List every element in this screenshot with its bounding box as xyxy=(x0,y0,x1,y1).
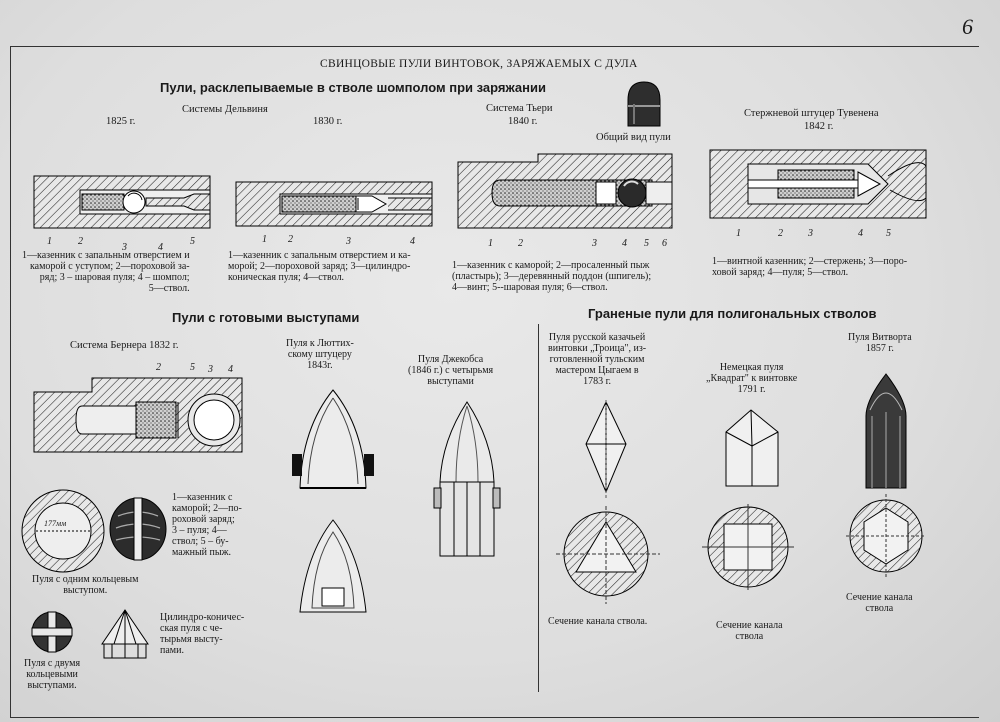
two-rings-bullet-drawing xyxy=(31,611,73,653)
whitworth-bore-section-drawing xyxy=(846,494,926,578)
part-num: 3 xyxy=(808,228,813,239)
section-divider xyxy=(538,324,539,692)
one-ring-bullet-drawing xyxy=(109,497,167,561)
two-rings-caption: Пуля с двумя кольцевыми выступами. xyxy=(24,658,81,691)
delvigne-1830-caption: 1—казенник с запальным отверстием и ка- … xyxy=(228,250,411,283)
whitworth-caption: Пуля Витворта 1857 г. xyxy=(848,332,912,354)
thouvenin-caption: 1—винтной казенник; 2—стержень; 3—поро- … xyxy=(712,256,908,278)
berner-ring-section-drawing xyxy=(21,489,105,573)
bore-section-caption-1: Сечение канала ствола. xyxy=(548,616,648,627)
section1-title: Пули, расклепываемые в стволе шомполом п… xyxy=(160,80,546,95)
kvadrat-bullet-drawing xyxy=(725,409,779,487)
part-num: 2 xyxy=(156,362,161,373)
berner-drawing xyxy=(33,377,243,453)
part-num: 5 xyxy=(190,362,195,373)
delvigne-system: Системы Дельвиня xyxy=(182,104,268,115)
jacobs-caption: Пуля Джекобса (1846 г.) с четырьмя высту… xyxy=(408,354,494,387)
part-num: 1 xyxy=(488,238,493,249)
part-num: 3 xyxy=(346,236,351,247)
berner-legend: 1—казенник с каморой; 2—по- роховой заря… xyxy=(172,492,242,558)
thouvenin-year: 1842 г. xyxy=(804,121,834,132)
part-num: 4 xyxy=(158,242,163,253)
general-view-bullet-drawing xyxy=(627,81,661,127)
part-num: 2 xyxy=(78,236,83,247)
bore-section-caption-2: Сечение канала ствола xyxy=(716,620,783,642)
part-num: 2 xyxy=(778,228,783,239)
thierry-system: Система Тьери xyxy=(486,103,553,114)
part-num: 3 xyxy=(122,242,127,253)
luttich-caption: Пуля к Люттих- скому штуцеру 1843г. xyxy=(286,338,354,371)
kvadrat-bore-section-drawing xyxy=(702,504,794,590)
part-num: 3 xyxy=(592,238,597,249)
delvigne-year2: 1830 г. xyxy=(313,116,343,127)
part-num: 2 xyxy=(288,234,293,245)
delvigne-1825-drawing xyxy=(33,175,211,229)
part-num: 4 xyxy=(622,238,627,249)
luttich-bullet-section-drawing xyxy=(299,519,367,613)
main-title: СВИНЦОВЫЕ ПУЛИ ВИНТОВОК, ЗАРЯЖАЕМЫХ С ДУ… xyxy=(320,58,638,70)
part-num: 4 xyxy=(858,228,863,239)
section3-title: Граненые пули для полигональных стволов xyxy=(588,306,877,321)
part-num: 1 xyxy=(262,234,267,245)
thierry-caption: 1—казенник с каморой; 2—просаленный пыж … xyxy=(452,260,652,293)
delvigne-1825-caption: 1—казенник с запальным отверстием и камо… xyxy=(22,250,190,294)
part-num: 5 xyxy=(190,236,195,247)
cylindro-conical-caption: Цилиндро-коничес- ская пуля с че- тырьмя… xyxy=(160,612,245,656)
delvigne-year1: 1825 г. xyxy=(106,116,136,127)
part-num: 4 xyxy=(228,364,233,375)
troitsa-bullet-drawing xyxy=(585,400,627,500)
thouvenin-drawing xyxy=(709,149,927,219)
cylindro-conical-bullet-drawing xyxy=(101,609,149,659)
part-num: 2 xyxy=(518,238,523,249)
section2-title: Пули с готовыми выступами xyxy=(172,310,360,325)
part-num: 1 xyxy=(47,236,52,247)
troitsa-caption: Пуля русской казачьей винтовки „Троица",… xyxy=(548,332,647,387)
one-ring-caption: Пуля с одним кольцевым выступом. xyxy=(32,574,139,596)
part-num: 1 xyxy=(736,228,741,239)
luttich-bullet-drawing xyxy=(292,389,374,489)
part-num: 5 xyxy=(644,238,649,249)
troitsa-bore-section-drawing xyxy=(556,506,660,604)
thierry-drawing xyxy=(457,153,673,229)
jacobs-bullet-drawing xyxy=(433,401,501,557)
kvadrat-caption: Немецкая пуля „Квадрат" к винтовке 1791 … xyxy=(706,362,798,395)
berner-system: Система Бернера 1832 г. xyxy=(70,340,179,351)
delvigne-1830-drawing xyxy=(235,181,433,227)
bore-section-caption-3: Сечение канала ствола xyxy=(846,592,913,614)
page-frame xyxy=(10,46,979,718)
whitworth-bullet-drawing xyxy=(865,373,907,489)
part-num: 4 xyxy=(410,236,415,247)
part-num: 3 xyxy=(208,364,213,375)
general-view-label: Общий вид пули xyxy=(596,132,671,143)
part-num: 5 xyxy=(886,228,891,239)
part-num: 6 xyxy=(662,238,667,249)
thouvenin-system: Стержневой штуцер Тувенена xyxy=(744,108,879,119)
ring-dimension-label: 177мм xyxy=(44,519,67,528)
page-number: 6 xyxy=(962,14,973,39)
thierry-year: 1840 г. xyxy=(508,116,538,127)
